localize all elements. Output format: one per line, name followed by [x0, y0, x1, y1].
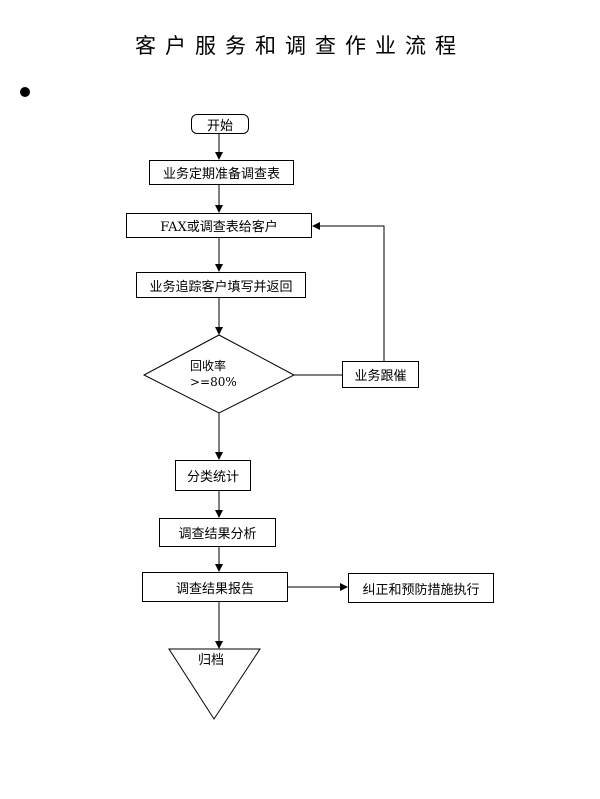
- decision-label-threshold: >=80%: [190, 375, 237, 389]
- archive-triangle: [168, 648, 261, 720]
- analyze-results-box: 调查结果分析: [159, 518, 276, 547]
- decision-diamond: [142, 334, 296, 414]
- prepare-survey-box: 业务定期准备调查表: [149, 160, 294, 185]
- archive-label: 归档: [198, 653, 225, 668]
- fax-to-customer-box: FAX或调查表给客户: [126, 213, 312, 238]
- page-title: 客户服务和调查作业流程: [135, 34, 465, 58]
- arrow-urge-loop-back: [312, 222, 385, 361]
- corrective-action-box: 纠正和预防措施执行: [348, 573, 494, 603]
- decision-label-rate: 回收率: [190, 359, 227, 373]
- track-customer-box: 业务追踪客户填写并返回: [136, 272, 306, 298]
- results-report-box: 调查结果报告: [142, 572, 288, 602]
- classify-stats-box: 分类统计: [175, 460, 251, 491]
- start-box: 开始: [191, 114, 249, 134]
- bullet-point: [20, 87, 30, 97]
- follow-up-box: 业务跟催: [342, 361, 419, 388]
